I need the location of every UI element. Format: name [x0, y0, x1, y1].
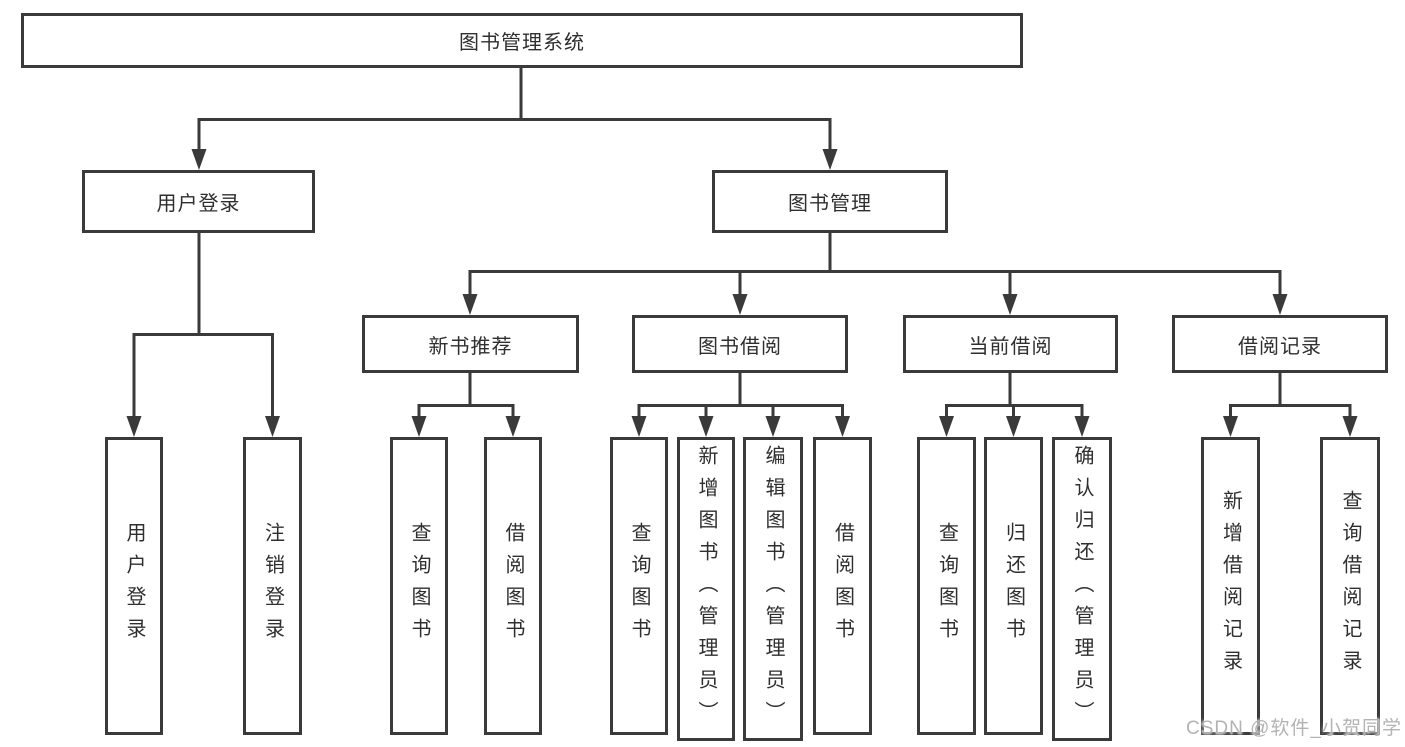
leaf-cb-return-book: 归还图书: [984, 437, 1043, 735]
leaf-user-login: 用户登录: [105, 437, 163, 735]
node-borrow-records: 借阅记录: [1172, 315, 1388, 373]
leaf-bb-edit-book-admin: 编辑图书（管理员）: [743, 437, 803, 741]
csdn-watermark: CSDN @软件_小贺同学: [1186, 718, 1402, 739]
leaf-cb-query-book: 查询图书: [917, 437, 976, 735]
node-user-login: 用户登录: [82, 170, 315, 233]
node-new-book-recommend: 新书推荐: [362, 315, 579, 373]
node-book-management: 图书管理: [712, 170, 948, 233]
leaf-bb-add-book-admin: 新增图书（管理员）: [677, 437, 735, 741]
leaf-logout: 注销登录: [243, 437, 302, 735]
leaf-br-add-record: 新增借阅记录: [1201, 437, 1260, 735]
leaf-nbr-borrow-book: 借阅图书: [484, 437, 542, 735]
leaf-nbr-query-book: 查询图书: [390, 437, 448, 735]
leaf-br-query-record: 查询借阅记录: [1320, 437, 1380, 735]
node-current-borrow: 当前借阅: [903, 315, 1118, 373]
leaf-bb-borrow-book: 借阅图书: [813, 437, 872, 735]
node-user-login-label: 用户登录: [156, 193, 241, 215]
node-root-library-system: 图书管理系统: [21, 13, 1023, 68]
leaf-cb-confirm-return-admin: 确认归还（管理员）: [1052, 437, 1112, 741]
node-root-label: 图书管理系统: [459, 32, 585, 54]
node-book-borrow: 图书借阅: [632, 315, 848, 373]
node-book-management-label: 图书管理: [788, 193, 872, 215]
leaf-bb-query-book: 查询图书: [610, 437, 668, 735]
